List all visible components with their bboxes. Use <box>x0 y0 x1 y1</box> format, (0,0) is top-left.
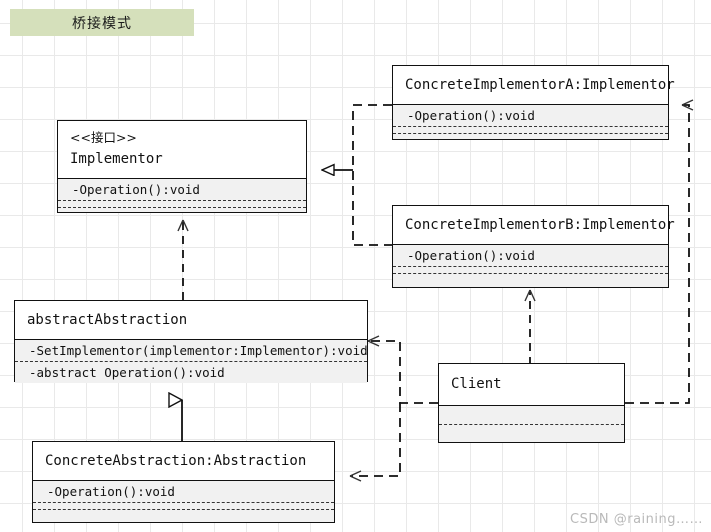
class-member <box>58 201 306 209</box>
class-member <box>393 127 668 135</box>
class-name-concrete-implementor-a: ConcreteImplementorA:Implementor <box>405 77 675 93</box>
class-header-implementor: <<接口>> Implementor <box>58 121 306 179</box>
class-header-concrete-implementor-b: ConcreteImplementorB:Implementor <box>393 206 675 245</box>
class-member: -Operation():void <box>33 481 334 504</box>
class-header-concrete-implementor-a: ConcreteImplementorA:Implementor <box>393 66 675 105</box>
class-member: -Operation():void <box>393 245 668 268</box>
class-box-concrete-implementor-a[interactable]: ConcreteImplementorA:Implementor -Operat… <box>392 65 675 140</box>
class-member <box>439 406 624 425</box>
class-name-concrete-abstraction: ConcreteAbstraction:Abstraction <box>45 453 307 469</box>
class-name-abstract-abstraction: abstractAbstraction <box>27 312 188 328</box>
class-name-implementor: Implementor <box>70 150 163 167</box>
class-members-client <box>439 405 624 442</box>
diagram-title-banner: 桥接模式 <box>10 9 194 36</box>
class-header-abstract-abstraction: abstractAbstraction <box>15 301 367 340</box>
class-member: -abstract Operation():void <box>29 365 225 381</box>
watermark-label: CSDN @raining…… <box>570 512 703 527</box>
class-members-concrete-implementor-b: -Operation():void <box>393 244 668 287</box>
class-member <box>439 425 624 431</box>
diagram-title-label: 桥接模式 <box>72 15 132 32</box>
class-header-client: Client <box>439 364 624 405</box>
class-member: -Operation():void <box>393 105 668 128</box>
class-name-client: Client <box>451 376 502 393</box>
class-box-concrete-abstraction[interactable]: ConcreteAbstraction:Abstraction -Operati… <box>32 441 335 523</box>
class-members-abstract-abstraction: -SetImplementor(implementor:Implementor)… <box>15 339 368 384</box>
class-member <box>393 267 668 275</box>
class-name-concrete-implementor-b: ConcreteImplementorB:Implementor <box>405 217 675 233</box>
class-stereotype-implementor: <<接口>> <box>70 130 137 145</box>
class-member <box>33 503 334 511</box>
class-box-implementor[interactable]: <<接口>> Implementor -Operation():void <box>57 120 307 213</box>
class-member: -SetImplementor(implementor:Implementor)… <box>15 340 368 363</box>
class-header-concrete-abstraction: ConcreteAbstraction:Abstraction <box>33 442 334 481</box>
edge-realization-implementors <box>322 104 392 246</box>
class-box-concrete-implementor-b[interactable]: ConcreteImplementorB:Implementor -Operat… <box>392 205 675 288</box>
class-box-abstract-abstraction[interactable]: abstractAbstraction -SetImplementor(impl… <box>14 300 368 384</box>
class-members-concrete-implementor-a: -Operation():void <box>393 104 668 139</box>
class-member: -Operation():void <box>58 179 306 202</box>
class-members-concrete-abstraction: -Operation():void <box>33 480 334 522</box>
class-members-implementor: -Operation():void <box>58 178 306 212</box>
class-box-client[interactable]: Client <box>438 363 625 443</box>
